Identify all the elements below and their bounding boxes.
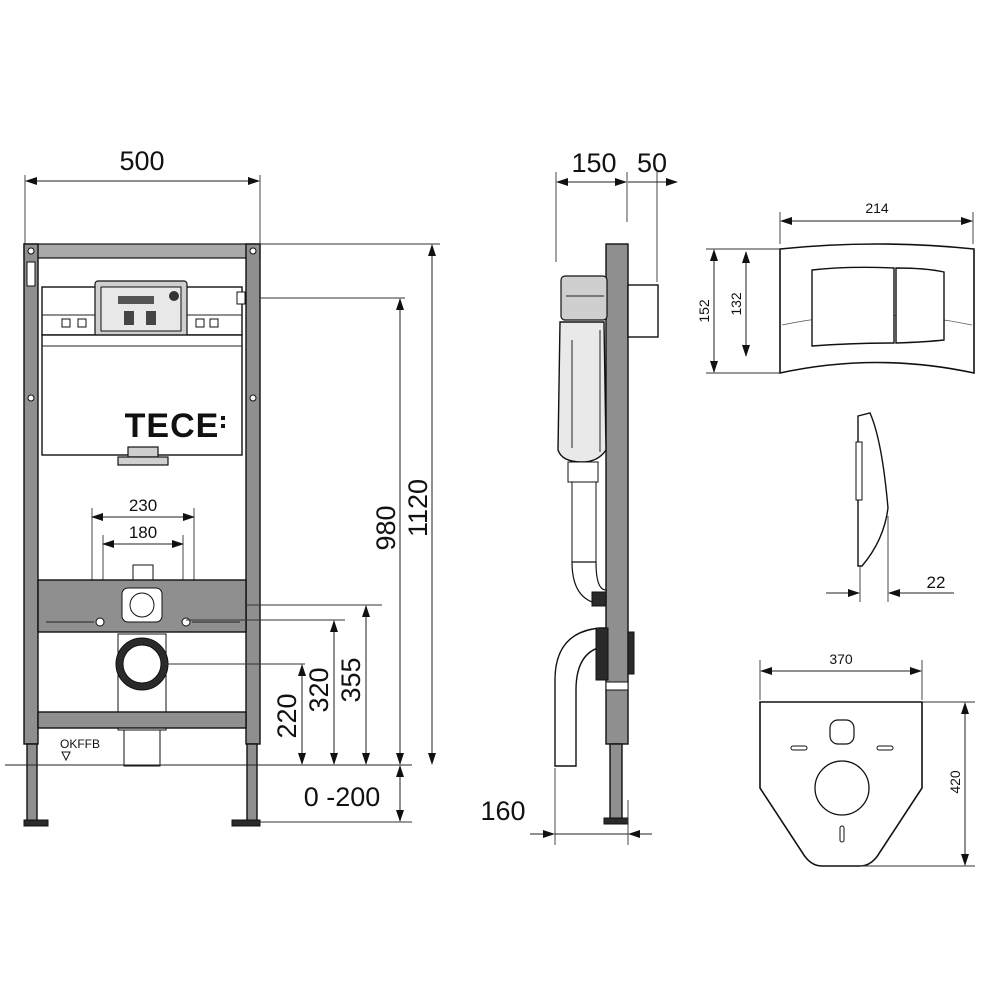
- sound-mat-inlet-hole: [829, 719, 855, 745]
- side-bracket: [605, 681, 629, 691]
- foot-plate-left: [23, 819, 49, 827]
- dimension-214-label: 214: [865, 200, 889, 216]
- finished-floor-label: OKFFB: [60, 737, 100, 751]
- brand-dot: [221, 424, 225, 428]
- bolt-icon: [249, 394, 257, 402]
- dimension-1120-label: 1120: [403, 479, 433, 537]
- cistern-clip: [77, 318, 87, 328]
- side-waste-clamp: [595, 627, 609, 681]
- bolt-hole-icon: [95, 617, 105, 627]
- flush-inlet-ring: [129, 592, 155, 618]
- brand-dot: [221, 416, 225, 420]
- foot-right: [246, 743, 258, 823]
- dimension-180-label: 180: [129, 523, 157, 542]
- bolt-icon: [27, 394, 35, 402]
- waste-outlet-bore: [122, 644, 162, 684]
- flush-actuator-inner: [100, 286, 182, 332]
- dimension-150-label: 150: [571, 148, 616, 178]
- sound-mat-slot: [790, 745, 808, 751]
- sound-mat-outlet-hole: [814, 760, 870, 816]
- bolt-icon: [27, 247, 35, 255]
- dimension-370-label: 370: [829, 651, 853, 667]
- side-frame-upright: [605, 243, 629, 745]
- floor-level-marker-icon: [61, 751, 71, 762]
- cistern-body: [41, 334, 243, 456]
- front-view: 500 TECE: [5, 146, 440, 827]
- side-view: 150 50 160: [480, 148, 678, 845]
- cistern-outlet: [127, 446, 159, 458]
- flush-plate-side-clip: [855, 441, 863, 501]
- bolt-hole-icon: [181, 617, 191, 627]
- foot-left: [26, 743, 38, 823]
- flush-button-small: [811, 266, 895, 347]
- dimension-160-label: 160: [480, 796, 525, 826]
- actuator-lever: [118, 296, 154, 304]
- flush-button-large: [895, 267, 945, 344]
- cistern-outlet-flange: [117, 456, 169, 466]
- waste-pipe: [123, 729, 161, 767]
- side-foot-plate: [603, 817, 629, 825]
- dimension-420-label: 420: [947, 770, 963, 794]
- frame-bottom-rail: [37, 711, 247, 729]
- dimension-980-label: 980: [371, 505, 401, 550]
- frame-slot: [26, 261, 36, 287]
- dimension-152-label: 152: [696, 299, 712, 323]
- sound-mat-slot: [839, 825, 845, 843]
- side-connector: [591, 591, 607, 607]
- side-cistern-top: [560, 275, 608, 321]
- dimension-50-label: 50: [637, 148, 667, 178]
- side-cistern-body: [557, 321, 607, 463]
- side-flush-pipe: [571, 481, 597, 563]
- dimension-width-label: 500: [119, 146, 164, 176]
- cistern-clip: [61, 318, 71, 328]
- dimension-132-label: 132: [728, 292, 744, 316]
- cistern-clip: [236, 291, 246, 305]
- dimension-220-label: 220: [272, 693, 302, 738]
- dimension-230-label: 230: [129, 496, 157, 515]
- flush-plate-side: [857, 412, 889, 567]
- cistern-clip: [209, 318, 219, 328]
- dimension-320-label: 320: [304, 667, 334, 712]
- frame-upright-left: [23, 243, 39, 745]
- dimension-22-label: 22: [927, 573, 946, 592]
- flush-plate-view: 214 152 132 22: [696, 200, 975, 602]
- frame-top-rail: [23, 243, 261, 259]
- sound-mat-slot: [876, 745, 894, 751]
- dimension-355-label: 355: [336, 657, 366, 702]
- foot-plate-right: [231, 819, 261, 827]
- bolt-icon: [249, 247, 257, 255]
- side-bolt: [627, 631, 635, 675]
- actuator-valve: [146, 311, 156, 325]
- side-flush-plate: [627, 284, 659, 338]
- sound-mat-view: 370 420: [759, 651, 975, 867]
- frame-upright-right: [245, 243, 261, 745]
- actuator-valve: [124, 311, 134, 325]
- actuator-knob-icon: [169, 291, 179, 301]
- side-foot: [609, 743, 623, 823]
- brand-logo: TECE: [125, 407, 220, 445]
- side-flush-pipe-top: [567, 461, 599, 483]
- cistern-clip: [195, 318, 205, 328]
- dimension-adjust-label: 0 -200: [304, 782, 381, 812]
